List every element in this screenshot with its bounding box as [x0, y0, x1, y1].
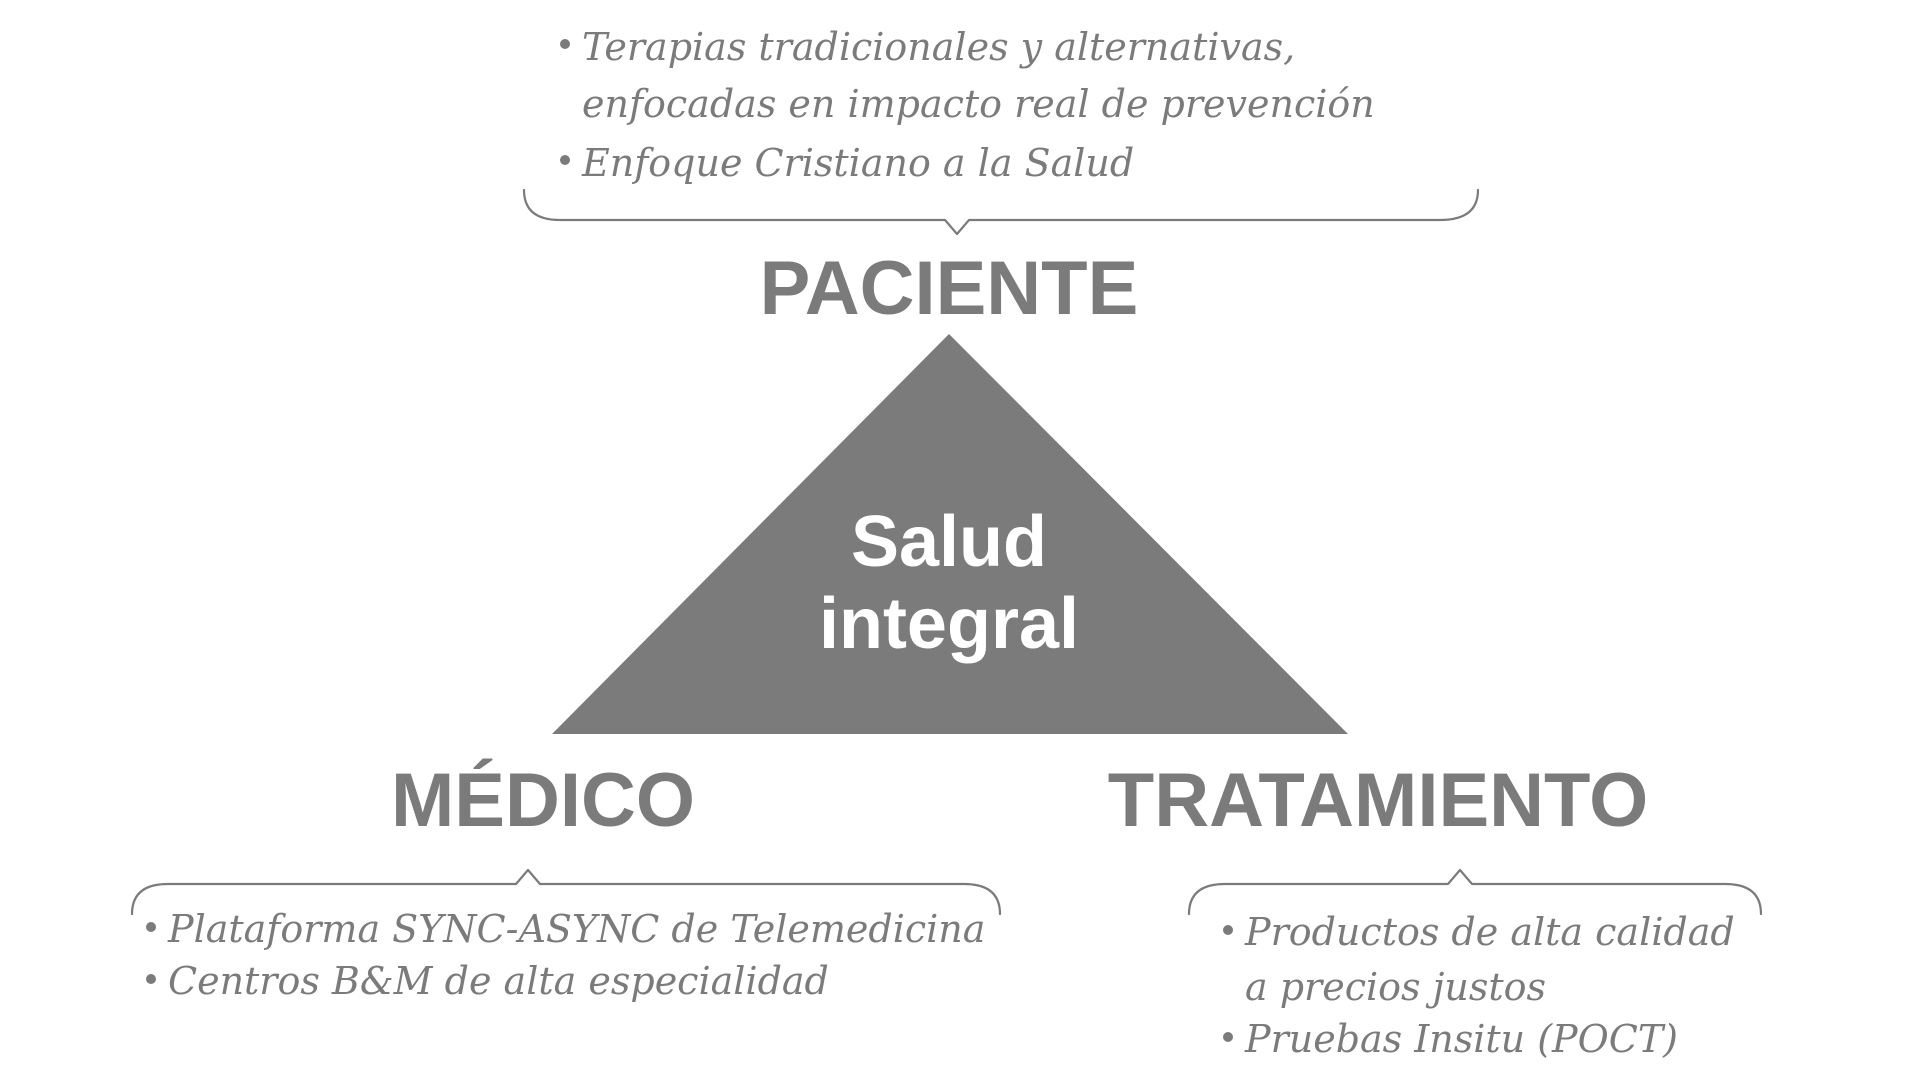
- medico-bullet-1: Plataforma SYNC-ASYNC de Telemedicina: [167, 907, 985, 951]
- central-triangle: [552, 334, 1348, 734]
- bullet-dot: [146, 922, 156, 932]
- paciente-bullet-1-line-2: enfocadas en impacto real de prevención: [582, 82, 1375, 126]
- tratamiento-bullet-1-line-1: Productos de alta calidad: [1244, 910, 1735, 954]
- paciente-title: PACIENTE: [760, 246, 1139, 331]
- bullet-dot: [1223, 1032, 1233, 1042]
- bullet-dot: [1223, 925, 1233, 935]
- medico-bullets: Plataforma SYNC-ASYNC de Telemedicina Ce…: [146, 907, 985, 1003]
- bullet-dot: [560, 155, 570, 165]
- bullet-dot: [146, 974, 156, 984]
- tratamiento-bullet-2: Pruebas Insitu (POCT): [1244, 1017, 1678, 1061]
- medico-brace: [130, 868, 1002, 916]
- tratamiento-bullets: Productos de alta calidad a precios just…: [1223, 910, 1735, 1061]
- center-label-line-1: Salud: [851, 502, 1047, 582]
- paciente-bullet-2: Enfoque Cristiano a la Salud: [581, 141, 1134, 185]
- paciente-brace: [522, 188, 1480, 236]
- paciente-bullets: Terapias tradicionales y alternativas, e…: [560, 25, 1375, 185]
- tratamiento-brace: [1187, 868, 1763, 916]
- tratamiento-bullet-1-line-2: a precios justos: [1245, 965, 1546, 1009]
- medico-title: MÉDICO: [391, 758, 695, 843]
- tratamiento-title: TRATAMIENTO: [1108, 758, 1648, 843]
- paciente-bullet-1-line-1: Terapias tradicionales y alternativas,: [582, 25, 1295, 69]
- bullet-dot: [560, 39, 570, 49]
- center-label-line-2: integral: [819, 584, 1079, 664]
- medico-bullet-2: Centros B&M de alta especialidad: [168, 959, 829, 1003]
